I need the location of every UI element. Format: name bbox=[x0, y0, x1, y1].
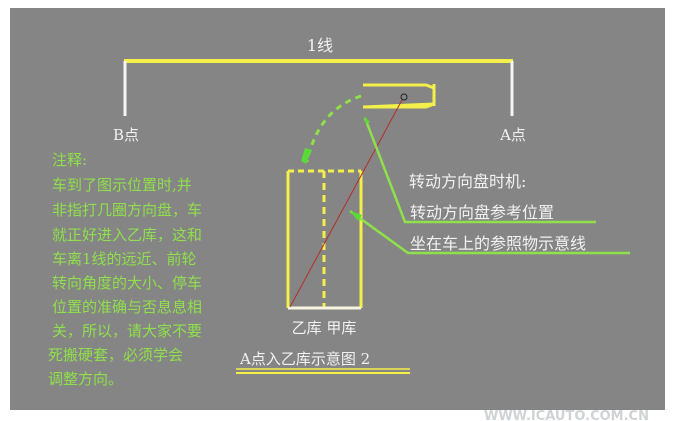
arrow-icon bbox=[301, 148, 312, 164]
arrow-icon bbox=[364, 116, 370, 124]
sight-line bbox=[289, 99, 403, 308]
note-line: 关，所以，请大家不要 bbox=[52, 322, 202, 340]
ref-position-label: 转动方向盘参考位置 bbox=[410, 203, 554, 222]
note-line: 注释: bbox=[52, 151, 87, 169]
note-line: 车到了图示位置时,并 bbox=[52, 176, 192, 194]
arrow-icon bbox=[350, 211, 362, 221]
diagram-background bbox=[10, 8, 665, 410]
note-line: 死搬硬套，必须学会 bbox=[48, 346, 183, 364]
parking-bay bbox=[286, 169, 363, 310]
note-line: 调整方向。 bbox=[48, 370, 123, 388]
watermark: WWW.ICAUTO.COM.CN bbox=[484, 409, 649, 421]
point-b-label: B点 bbox=[113, 126, 139, 144]
note-line: 就正好进入乙库，这和 bbox=[52, 226, 202, 244]
notes: 注释: 车到了图示位置时,并 非指打几圈方向盘，车 就正好进入乙库，这和 车离1… bbox=[48, 151, 202, 388]
garage-labels: 乙库 甲库 bbox=[292, 319, 357, 337]
timing-label: 转动方向盘时机: bbox=[409, 172, 526, 191]
ref-line-label: 坐在车上的参照物示意线 bbox=[410, 234, 586, 253]
note-line: 非指打几圈方向盘，车 bbox=[52, 201, 202, 219]
caption: A点入乙库示意图 2 bbox=[239, 350, 370, 368]
note-line: 位置的准确与否息息相 bbox=[52, 298, 202, 316]
note-line: 车离1线的远近、前轮 bbox=[52, 250, 197, 268]
ref-position-pointer bbox=[363, 117, 596, 224]
ref-line-pointer bbox=[349, 209, 630, 255]
note-line: 转向角度的大小、停车 bbox=[52, 274, 202, 292]
line1-label: 1线 bbox=[307, 36, 333, 55]
point-a-label: A点 bbox=[499, 126, 526, 144]
